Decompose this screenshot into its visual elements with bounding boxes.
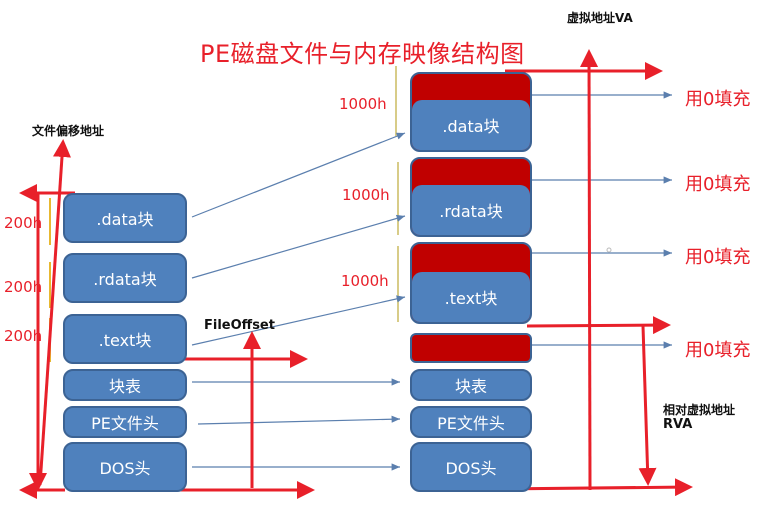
mem-size-label-text: 1000h — [341, 272, 389, 290]
connector-rdata — [191, 214, 406, 279]
disk-size-label-data: 200h — [4, 214, 43, 232]
fill-label-padding: 用0填充 — [685, 340, 751, 361]
connector-data — [191, 132, 406, 218]
mem-block-rdata: .rdata块 — [410, 157, 532, 237]
va-axis-arrow — [580, 49, 599, 491]
disk-block-text: .text块 — [63, 314, 187, 364]
mem-block-data: .data块 — [410, 72, 532, 152]
fill-label-data: 用0填充 — [685, 89, 751, 110]
mem-block-text: .text块 — [410, 242, 532, 324]
mem-block-section-table: 块表 — [410, 369, 532, 401]
file-offset-label: FileOffset — [204, 318, 275, 333]
rva-label-line2: RVA — [663, 417, 693, 432]
mem-size-label-rdata: 1000h — [342, 186, 390, 204]
file-offset-axis-label: 文件偏移地址 — [32, 124, 105, 138]
text-end-mem-line — [526, 316, 671, 335]
memory-bottom-line — [497, 478, 693, 497]
virtual-address-axis-label: 虚拟地址VA — [567, 11, 633, 25]
mem-block-pe-header: PE文件头 — [410, 406, 532, 438]
memory-size-brackets — [395, 66, 399, 322]
disk-block-pe-header: PE文件头 — [63, 406, 187, 438]
mem-size-label-data: 1000h — [339, 95, 387, 113]
disk-size-label-rdata: 200h — [4, 278, 43, 296]
address-axes — [19, 49, 693, 499]
mem-section-text: .text块 — [412, 272, 530, 322]
disk-size-label-text: 200h — [4, 327, 43, 345]
rva-arrow — [638, 325, 657, 486]
mem-section-data: .data块 — [412, 100, 530, 150]
disk-block-rdata: .rdata块 — [63, 253, 187, 303]
fill-connectors — [532, 91, 672, 349]
fill-label-rdata: 用0填充 — [685, 174, 751, 195]
disk-block-section-table: 块表 — [63, 369, 187, 401]
diagram-title: PE磁盘文件与内存映像结构图 — [200, 40, 525, 68]
fill-label-text: 用0填充 — [685, 247, 751, 268]
file-offset-axis-arrow — [38, 139, 71, 486]
disk-block-dos-header: DOS头 — [63, 442, 187, 492]
connector-pe-header — [197, 415, 401, 425]
mem-section-rdata: .rdata块 — [412, 185, 530, 235]
mem-block-dos-header: DOS头 — [410, 442, 532, 492]
rva-label-line1: 相对虚拟地址 — [663, 403, 736, 417]
mapping-connectors — [191, 132, 406, 471]
connector-text — [191, 295, 406, 346]
disk-block-data: .data块 — [63, 193, 187, 243]
mem-block-padding — [410, 333, 532, 363]
stray-dot — [606, 247, 612, 253]
